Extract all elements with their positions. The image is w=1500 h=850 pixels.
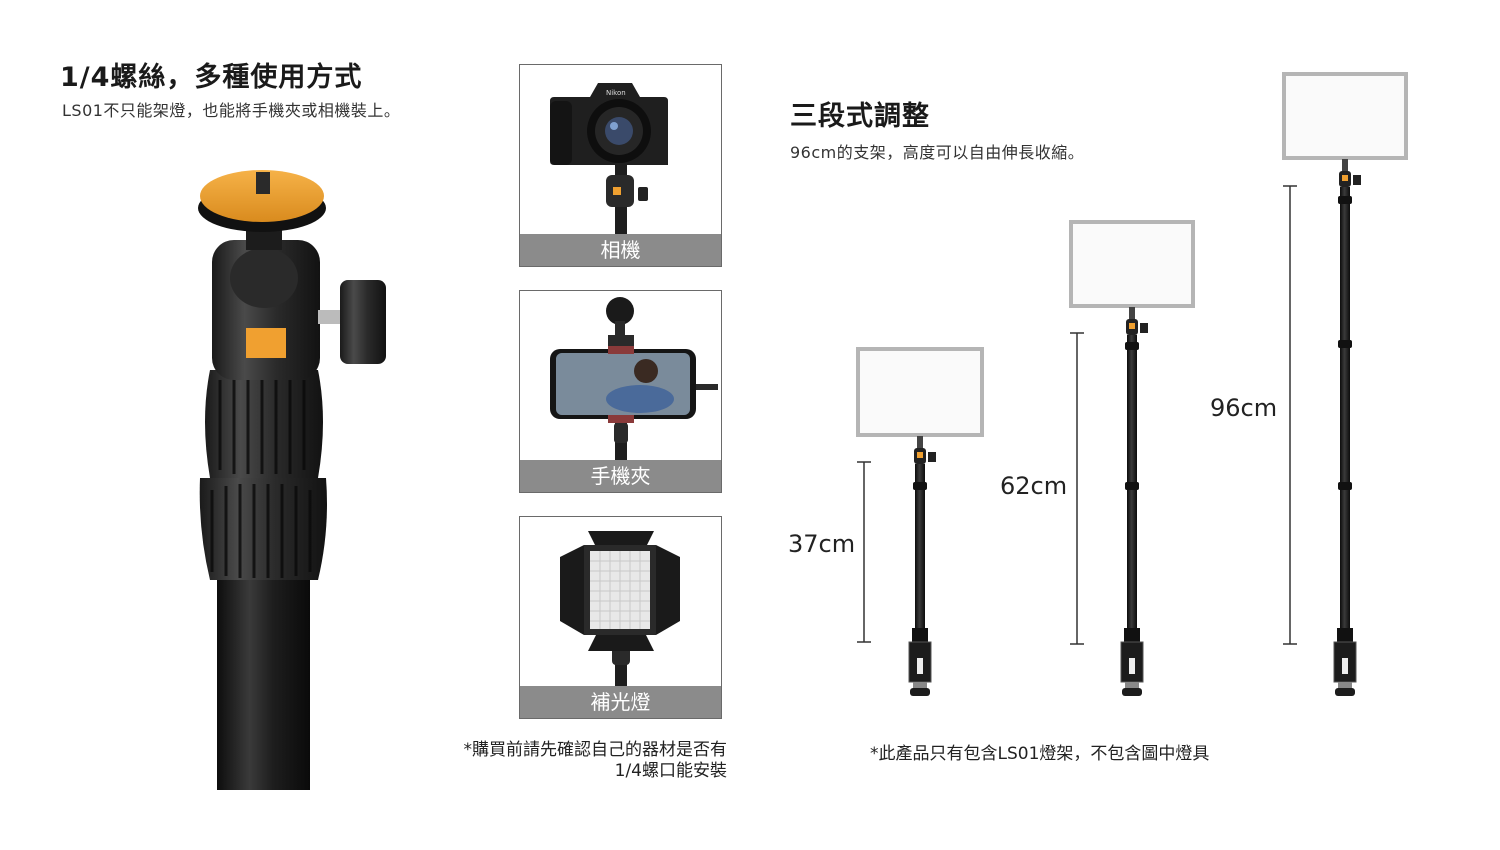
light-panel-2 xyxy=(1069,220,1195,308)
ball-head-illustration xyxy=(198,170,386,790)
purchase-note-line1: *購買前請先確認自己的器材是否有 xyxy=(463,740,728,760)
purchase-note-line2: 1/4螺口能安裝 xyxy=(614,761,727,781)
fill-light-illustration xyxy=(560,531,680,717)
screw-1-4 xyxy=(256,172,270,194)
panel-label-phone-clamp: 手機夾 xyxy=(520,460,721,492)
mount-plate xyxy=(200,170,324,222)
light-panel-3 xyxy=(1282,72,1408,160)
barn-door-right xyxy=(656,545,680,635)
orange-badge xyxy=(246,328,286,358)
stand-96cm xyxy=(1282,72,1408,696)
height-label-62cm: 62cm xyxy=(1000,472,1068,500)
height-label-96cm: 96cm xyxy=(1210,394,1278,422)
panel-phone-clamp: 手機夾 xyxy=(519,290,722,493)
light-panel-1 xyxy=(856,347,984,437)
barn-door-left xyxy=(560,545,584,635)
product-disclaimer: *此產品只有包含LS01燈架，不包含圖中燈具 xyxy=(870,744,1210,764)
panel-fill-light: 補光燈 xyxy=(519,516,722,719)
right-heading: 三段式調整 xyxy=(790,101,930,132)
panel-camera: Nikon 相機 xyxy=(519,64,722,267)
stand-37cm xyxy=(856,347,984,696)
panel-label-fill-light: 補光燈 xyxy=(520,686,721,718)
left-heading: 1/4螺絲，多種使用方式 xyxy=(60,62,363,93)
panel-label-camera: 相機 xyxy=(520,234,721,266)
lock-knob xyxy=(340,280,386,364)
pole xyxy=(217,570,310,790)
left-subtitle: LS01不只能架燈，也能將手機夾或相機裝上。 xyxy=(62,101,401,120)
grip-lower xyxy=(199,478,327,580)
camera-illustration: Nikon xyxy=(550,83,668,245)
phone-clamp-illustration xyxy=(550,297,718,491)
camera-brand: Nikon xyxy=(606,89,626,97)
stand-62cm xyxy=(1069,220,1195,696)
height-label-37cm: 37cm xyxy=(788,530,856,558)
right-subtitle: 96cm的支架，高度可以自由伸長收縮。 xyxy=(790,143,1085,162)
